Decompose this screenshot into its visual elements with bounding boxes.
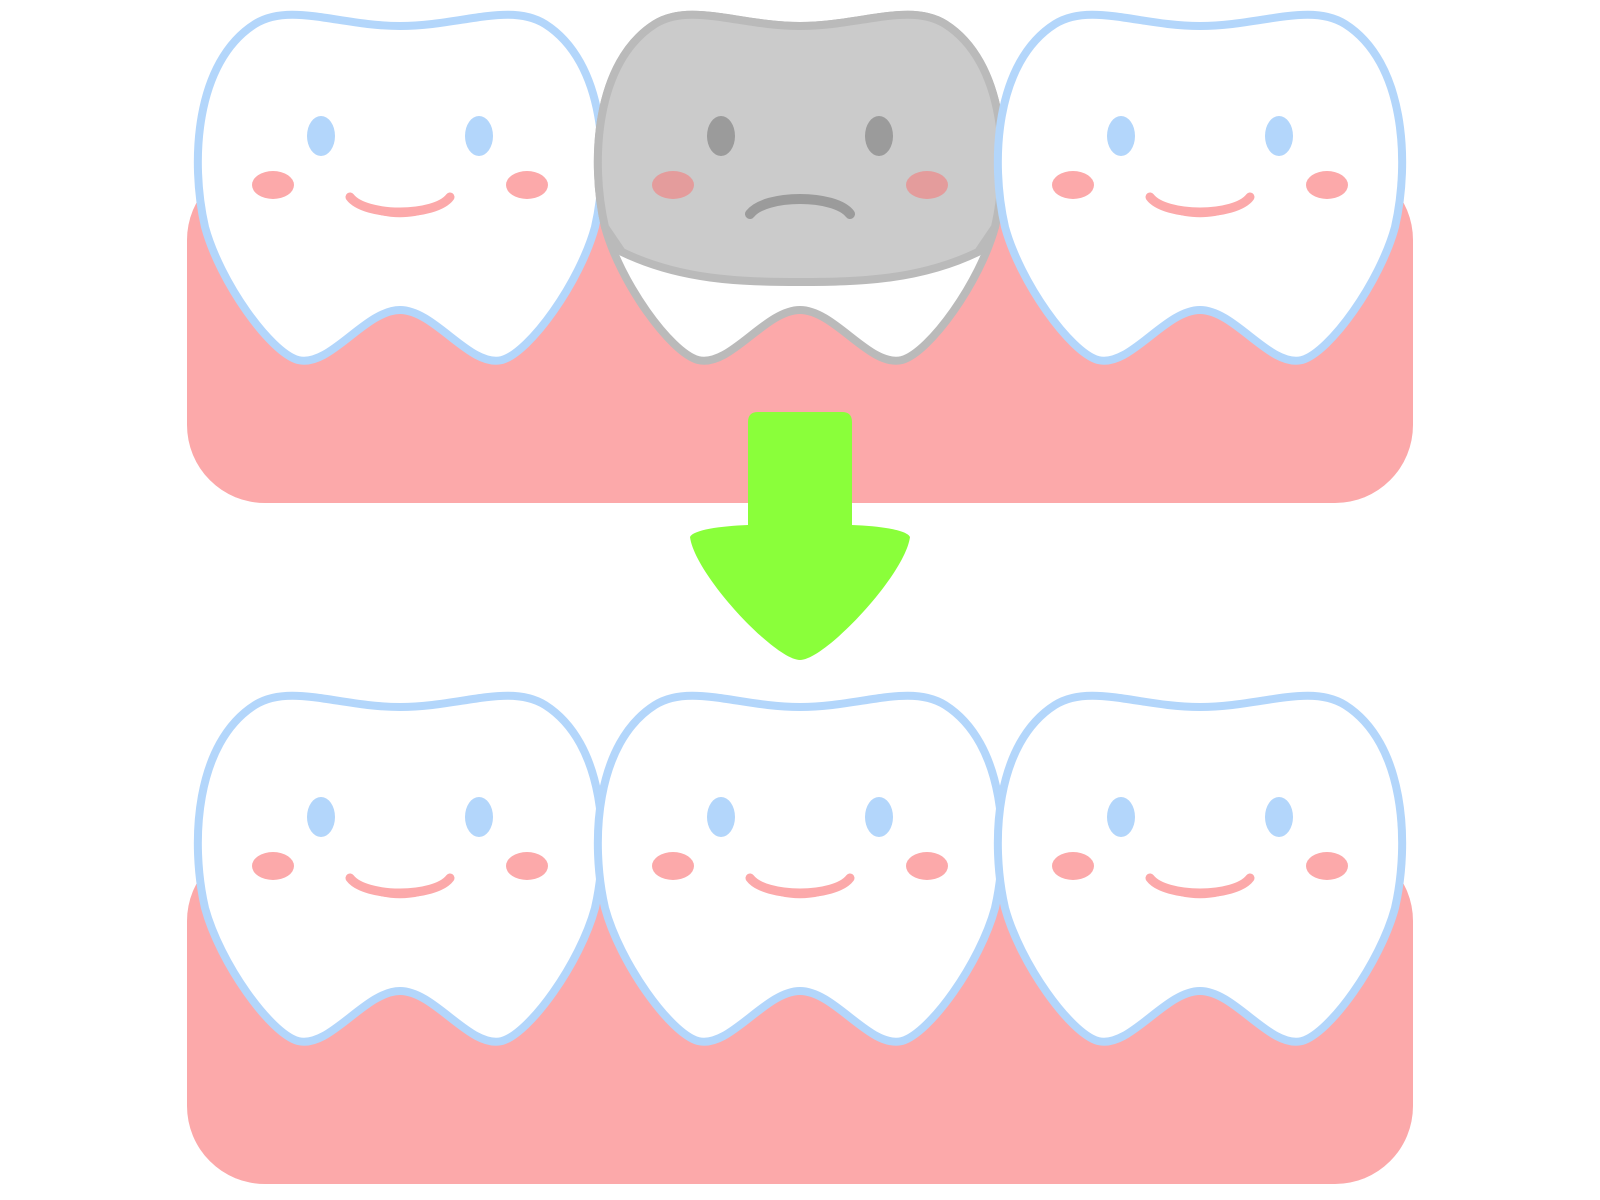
smile-mouth-fill <box>1150 197 1250 218</box>
tooth-body <box>193 10 607 365</box>
tooth-1-0 <box>193 691 607 1046</box>
right-eye <box>465 797 493 837</box>
left-cheek <box>1052 852 1094 880</box>
frown-mouth <box>745 194 855 219</box>
left-eye <box>307 797 335 837</box>
tooth-0-0 <box>193 10 607 365</box>
right-eye <box>1265 116 1293 156</box>
smile-mouth-fill <box>350 197 450 218</box>
right-cheek <box>1306 171 1348 199</box>
right-cheek <box>506 171 548 199</box>
right-cheek <box>906 852 948 880</box>
right-eye <box>465 116 493 156</box>
left-cheek <box>1052 171 1094 199</box>
left-cheek <box>252 852 294 880</box>
left-eye <box>707 797 735 837</box>
left-cheek <box>252 171 294 199</box>
left-eye <box>307 116 335 156</box>
smile-mouth-fill <box>350 878 450 899</box>
right-eye <box>1265 797 1293 837</box>
tooth-1-2 <box>993 691 1407 1046</box>
tooth-body <box>993 691 1407 1046</box>
tooth-0-1-crowned <box>593 10 1007 365</box>
tooth-1-1 <box>593 691 1007 1046</box>
right-cheek <box>1306 852 1348 880</box>
tooth-body <box>993 10 1407 365</box>
right-eye <box>865 797 893 837</box>
left-cheek <box>652 852 694 880</box>
right-cheek <box>506 852 548 880</box>
tooth-body <box>593 691 1007 1046</box>
left-cheek <box>652 171 694 199</box>
smile-mouth-fill <box>1150 878 1250 899</box>
smile-mouth-fill <box>750 878 850 899</box>
left-eye <box>707 116 735 156</box>
arrow-down-icon <box>690 412 910 660</box>
metal-crown <box>593 10 1007 286</box>
right-eye <box>865 116 893 156</box>
left-eye <box>1107 797 1135 837</box>
right-cheek <box>906 171 948 199</box>
tooth-body <box>193 691 607 1046</box>
left-eye <box>1107 116 1135 156</box>
tooth-0-2 <box>993 10 1407 365</box>
